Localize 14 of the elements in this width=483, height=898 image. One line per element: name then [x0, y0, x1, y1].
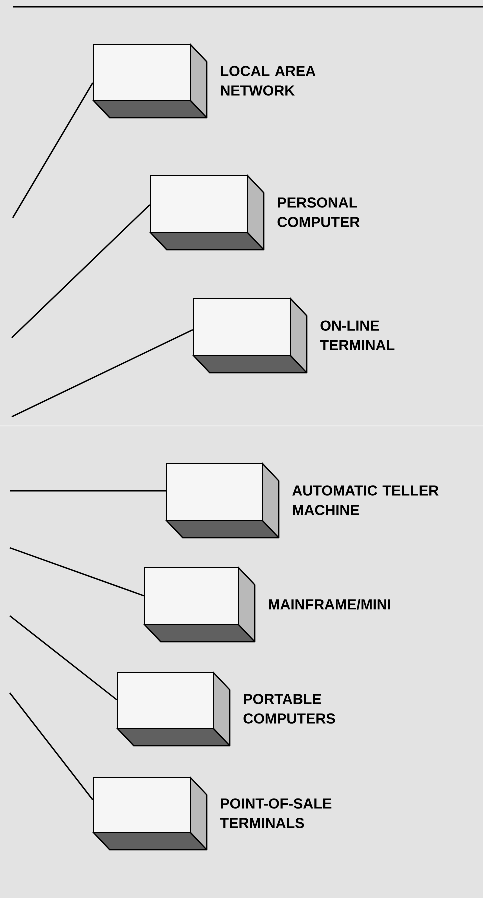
connector-line	[12, 82, 94, 218]
connector-line	[9, 692, 94, 800]
box-with-label: PORTABLE COMPUTERS	[116, 672, 336, 747]
connector-line	[12, 329, 194, 418]
box-with-label: POINT-OF-SALE TERMINALS	[92, 776, 332, 851]
box-with-label: ON-LINE TERMINAL	[192, 298, 395, 374]
connector-line	[10, 615, 118, 701]
box-with-label: MAINFRAME/MINI	[144, 566, 390, 643]
connector-line	[10, 490, 166, 492]
box-with-label: LOCAL AREA NETWORK	[92, 44, 316, 119]
connector-line	[10, 547, 144, 597]
connector-line	[12, 204, 150, 338]
box-with-label: PERSONAL COMPUTER	[150, 174, 360, 251]
box-with-label: AUTOMATIC TELLER MACHINE	[166, 462, 439, 539]
